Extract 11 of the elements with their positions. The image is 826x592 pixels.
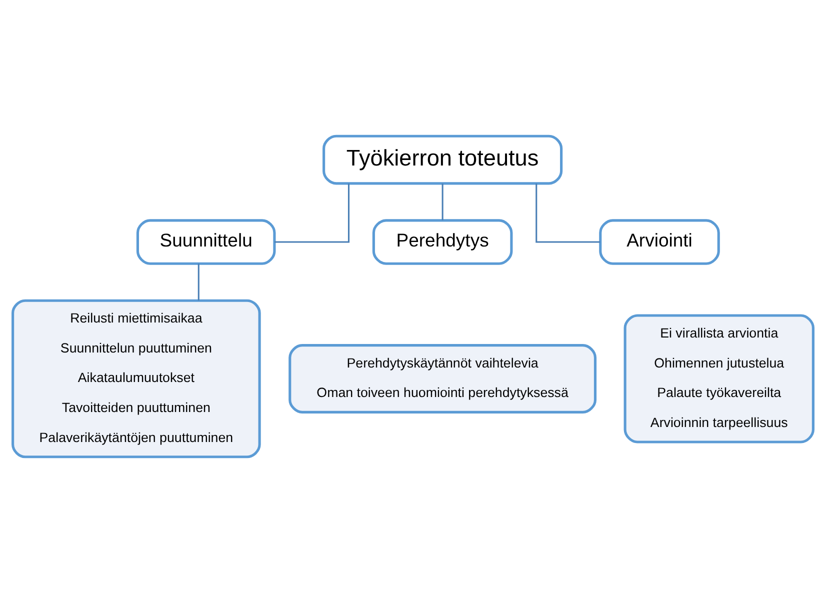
connector (198, 263, 200, 300)
node-box: Arviointi (599, 218, 720, 264)
node-box: Ei virallista arviontia Ohimennen jutustelua Palaute työkavereilta Arvioinnin tarpeellisuus (624, 314, 814, 443)
connector (274, 183, 350, 242)
connector (536, 183, 600, 242)
node-box: Perehdytyskäytännöt vaihtelevia Oman toiveen huomiointi perehdytyksessä (288, 344, 597, 413)
connector (442, 183, 444, 220)
node-box: Suunnittelu (136, 218, 276, 264)
node-box: Työkierron toteutus (322, 134, 563, 184)
node-box: Perehdytys (372, 218, 513, 264)
node-box: Reilusti miettimisaikaa Suunnittelun puuttuminen Aikataulumuutokset Tavoitteiden puuttuminen Palaverikäytäntöjen puuttuminen (12, 298, 261, 458)
